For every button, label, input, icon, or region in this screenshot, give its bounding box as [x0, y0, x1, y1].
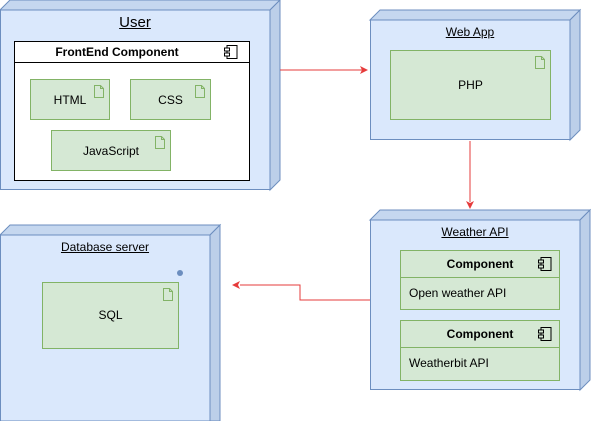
component-header-label: Component: [446, 257, 514, 271]
javascript-component[interactable]: JavaScript: [51, 130, 171, 171]
user-node[interactable]: User FrontEnd Component HTML CSS: [0, 0, 281, 192]
arrowhead: [466, 201, 474, 209]
html-label: HTML: [53, 93, 87, 107]
document-icon: [195, 85, 205, 98]
php-component[interactable]: PHP: [390, 50, 551, 120]
arrowhead: [232, 281, 240, 289]
javascript-label: JavaScript: [82, 144, 140, 158]
document-icon: [94, 85, 104, 98]
css-component[interactable]: CSS: [130, 79, 211, 120]
webapp-node[interactable]: Web App PHP: [368, 8, 582, 142]
component-icon: [538, 327, 552, 341]
connection-point: [177, 270, 183, 276]
html-component[interactable]: HTML: [30, 79, 110, 120]
frontend-component[interactable]: FrontEnd Component HTML CSS JavaScript: [14, 41, 250, 181]
sql-label: SQL: [98, 308, 123, 322]
weather-api-node[interactable]: Weather API Component Open weather API C…: [368, 208, 591, 392]
database-node[interactable]: Database server SQL: [0, 223, 222, 421]
arrow-weather-to-database: [240, 284, 370, 301]
css-label: CSS: [158, 93, 183, 107]
weather-api-node-title: Weather API: [441, 225, 509, 239]
open-weather-component[interactable]: Component Open weather API: [400, 250, 560, 310]
open-weather-label: Open weather API: [409, 286, 507, 300]
weatherbit-label: Weatherbit API: [409, 356, 489, 370]
sql-component[interactable]: SQL: [42, 282, 179, 349]
database-node-title: Database server: [60, 240, 150, 254]
php-label: PHP: [458, 78, 483, 92]
weatherbit-component[interactable]: Component Weatherbit API: [400, 320, 560, 381]
frontend-title: FrontEnd Component: [55, 45, 179, 59]
webapp-node-title: Web App: [445, 25, 495, 39]
component-header: Component: [401, 251, 559, 278]
arrowhead: [360, 66, 368, 74]
frontend-header: FrontEnd Component: [15, 42, 249, 63]
document-icon: [163, 288, 173, 301]
component-header: Component: [401, 321, 559, 348]
component-icon: [538, 257, 552, 271]
component-icon: [224, 45, 238, 59]
component-header-label: Component: [446, 327, 514, 341]
document-icon: [155, 136, 165, 149]
document-icon: [535, 56, 545, 69]
user-node-title: User: [119, 14, 151, 31]
